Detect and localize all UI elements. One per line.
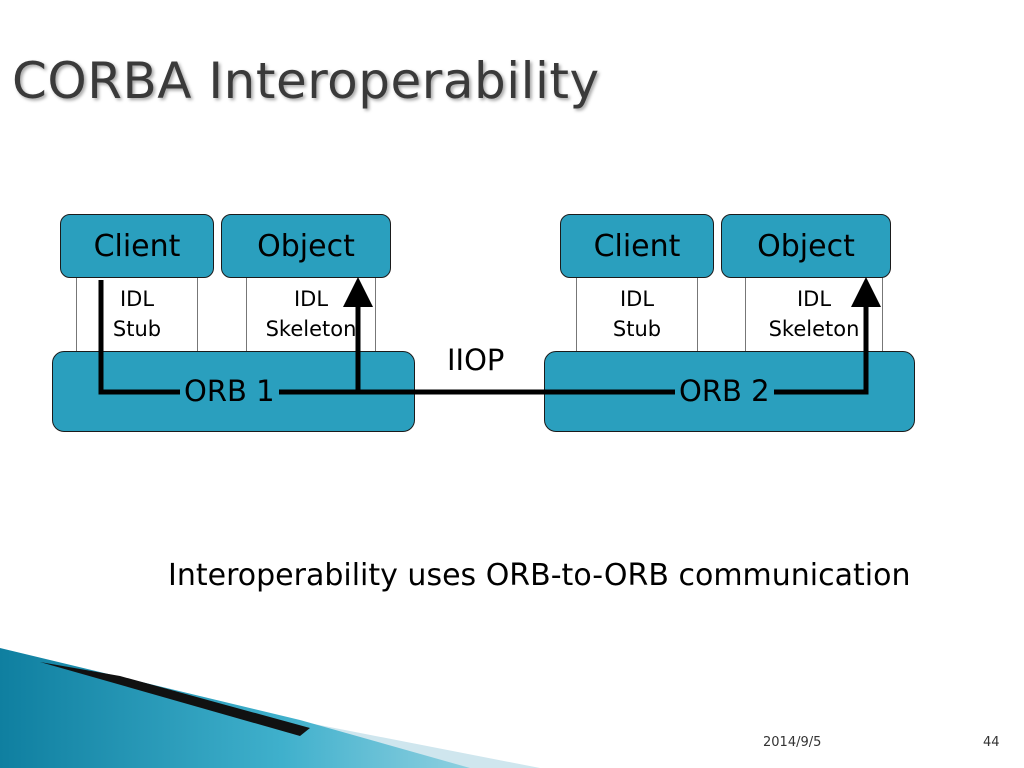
left-stub-line1: IDL xyxy=(119,287,155,311)
right-client-box: Client xyxy=(560,214,714,278)
left-skeleton-line2: Skeleton xyxy=(265,317,357,341)
right-skeleton-line2: Skeleton xyxy=(768,317,860,341)
right-object-label: Object xyxy=(757,228,855,264)
slide-title: CORBA Interoperability xyxy=(12,52,600,110)
right-stub-line2: Stub xyxy=(612,317,662,341)
left-client-box: Client xyxy=(60,214,214,278)
iiop-label: IIOP xyxy=(447,343,505,377)
right-idl-stub: IDL Stub xyxy=(576,284,698,344)
caption-text: Interoperability uses ORB-to-ORB communi… xyxy=(168,558,911,593)
footer-date: 2014/9/5 xyxy=(763,735,822,750)
orb2-label: ORB 2 xyxy=(675,374,774,408)
orb1-label: ORB 1 xyxy=(180,374,279,408)
left-idl-stub: IDL Stub xyxy=(76,284,198,344)
left-object-box: Object xyxy=(221,214,391,278)
right-client-label: Client xyxy=(593,228,681,264)
left-stub-panel xyxy=(76,276,198,356)
left-idl-skeleton: IDL Skeleton xyxy=(246,284,376,344)
left-client-label: Client xyxy=(93,228,181,264)
right-skeleton-line1: IDL xyxy=(796,287,832,311)
footer-page-number: 44 xyxy=(983,735,1000,750)
left-stub-line2: Stub xyxy=(112,317,162,341)
right-stub-line1: IDL xyxy=(619,287,655,311)
left-skeleton-line1: IDL xyxy=(293,287,329,311)
right-object-box: Object xyxy=(721,214,891,278)
right-idl-skeleton: IDL Skeleton xyxy=(745,284,883,344)
left-object-label: Object xyxy=(257,228,355,264)
